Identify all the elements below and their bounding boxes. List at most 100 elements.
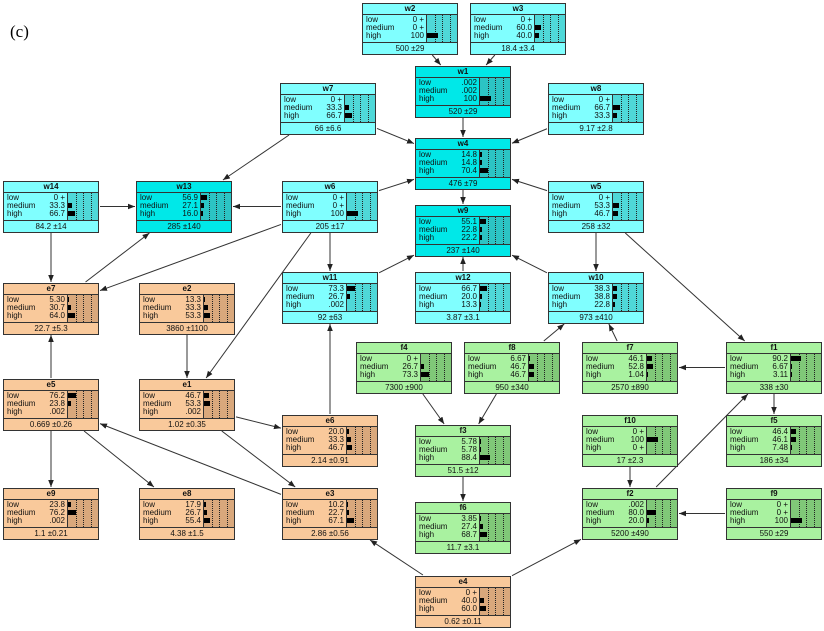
edge-w11-to-w9 [378,254,415,274]
belief-bars [612,95,643,122]
state-label: low [419,514,432,523]
probability-bar [204,502,206,507]
state-label: medium [419,522,448,531]
probability-bar [613,203,619,208]
belief-bars [479,284,510,311]
state-probability: 26.7 [185,508,201,517]
state-label: medium [419,292,448,301]
probability-bar [204,393,210,398]
state-label: medium [552,201,581,210]
probability-bar [480,152,482,157]
probability-bar [647,510,656,515]
belief-bars [346,193,377,220]
probability-bar [647,356,652,361]
state-probability: 6.67 [772,362,788,371]
node-title: e1 [140,380,234,391]
state-label: medium [586,508,615,517]
state-probability: 30.7 [49,303,65,312]
state-probability: 5.78 [461,437,477,446]
state-probability: 0 + [406,354,418,363]
belief-bars [612,193,643,220]
state-label: high [586,516,602,525]
state-label: low [730,500,743,509]
state-probability: .002 [49,407,65,416]
node-title: w3 [471,4,565,15]
state-probability: 22.8 [594,300,610,309]
state-label: high [419,233,435,242]
belief-bars [346,500,377,527]
state-label: medium [286,201,315,210]
node-title: f7 [583,343,677,354]
state-label: low [360,354,373,363]
state-probability: 66.7 [461,284,477,293]
belief-bars [479,150,510,177]
state-probability: 16.0 [182,209,198,218]
state-probability: 46.7 [185,391,201,400]
node-title: w11 [283,273,377,284]
state-probability: 46.1 [772,435,788,444]
state-label: low [7,500,20,509]
state-label: medium [730,435,759,444]
state-probability: 3.11 [773,370,788,379]
state-label: low [366,15,379,24]
state-probability: 26.7 [328,292,344,301]
probability-bar [480,439,481,444]
state-probability: 14.8 [461,150,477,159]
edge-w3-to-w1 [485,54,496,66]
state-label: high [419,300,435,309]
state-label: low [143,500,156,509]
state-label: high [7,407,23,416]
state-probability: 20.0 [328,427,344,436]
state-label: medium [286,435,315,444]
expected-value: 186 ±34 [759,456,789,465]
state-probability: 22.2 [461,233,477,242]
belief-bars [528,354,559,381]
expected-value: 2.86 ±0.56 [311,529,349,538]
state-label: medium [730,508,759,517]
probability-bar [791,437,796,442]
expected-value: 9.17 ±2.8 [579,124,613,133]
probability-bar [68,297,69,302]
probability-bar [480,532,488,537]
state-probability: 0 + [776,508,788,517]
state-label: low [7,193,20,202]
state-label: low [730,354,743,363]
state-probability: 13.3 [461,300,477,309]
belief-bars [426,15,457,42]
probability-bar [347,429,350,434]
